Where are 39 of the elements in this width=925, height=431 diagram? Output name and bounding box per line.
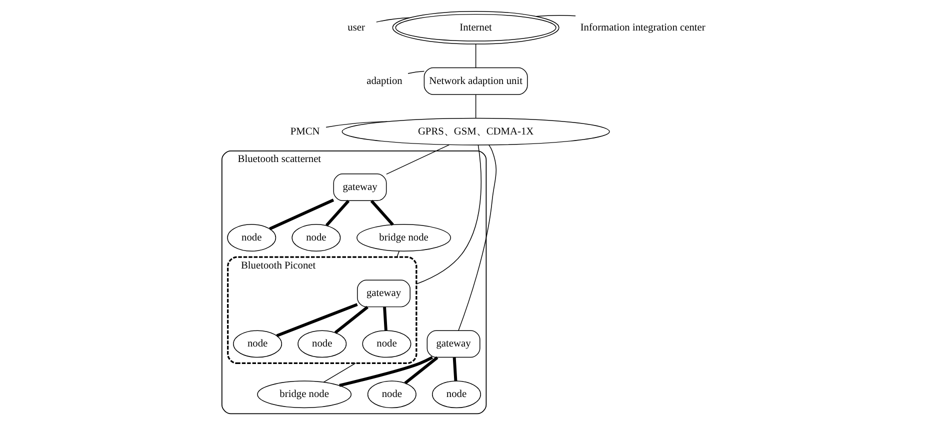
connector	[324, 200, 350, 226]
node-box: gateway	[332, 174, 386, 202]
node-ellipse: node	[232, 330, 282, 358]
node-ellipse: node	[297, 330, 346, 358]
node-ellipse: Internet	[392, 10, 559, 44]
connector	[325, 121, 388, 128]
connector	[386, 144, 450, 175]
connector	[276, 303, 358, 338]
connector	[474, 44, 476, 68]
connector	[268, 198, 334, 230]
connector	[474, 94, 476, 118]
node-ellipse: node	[366, 380, 416, 408]
connector	[396, 250, 400, 258]
connector	[452, 357, 457, 382]
node-ellipse: node	[226, 224, 276, 252]
connector	[416, 144, 481, 284]
node-text: PMCN	[290, 126, 320, 138]
node-ellipse: node	[291, 224, 340, 252]
node-ellipse: bridge node	[256, 380, 352, 408]
connector	[404, 356, 438, 384]
connector	[334, 306, 368, 334]
connector	[535, 15, 576, 17]
connector	[382, 306, 387, 331]
node-text: user	[347, 22, 364, 34]
node-text: adaption	[366, 76, 402, 87]
connector	[322, 362, 356, 383]
node-ellipse: bridge node	[356, 224, 450, 252]
connector	[375, 17, 410, 22]
node-ellipse: node	[362, 330, 411, 358]
node-box: gateway	[426, 330, 480, 358]
connector	[338, 356, 433, 387]
node-ellipse: GPRS、GSM、CDMA-1X	[341, 118, 610, 146]
connector	[407, 70, 424, 74]
node-box: gateway	[356, 280, 410, 308]
connector	[370, 200, 394, 226]
node-box: Network adaption unit	[423, 67, 528, 95]
connector	[458, 144, 496, 331]
node-ellipse: node	[432, 380, 480, 408]
node-text: Information integration center	[580, 22, 705, 34]
